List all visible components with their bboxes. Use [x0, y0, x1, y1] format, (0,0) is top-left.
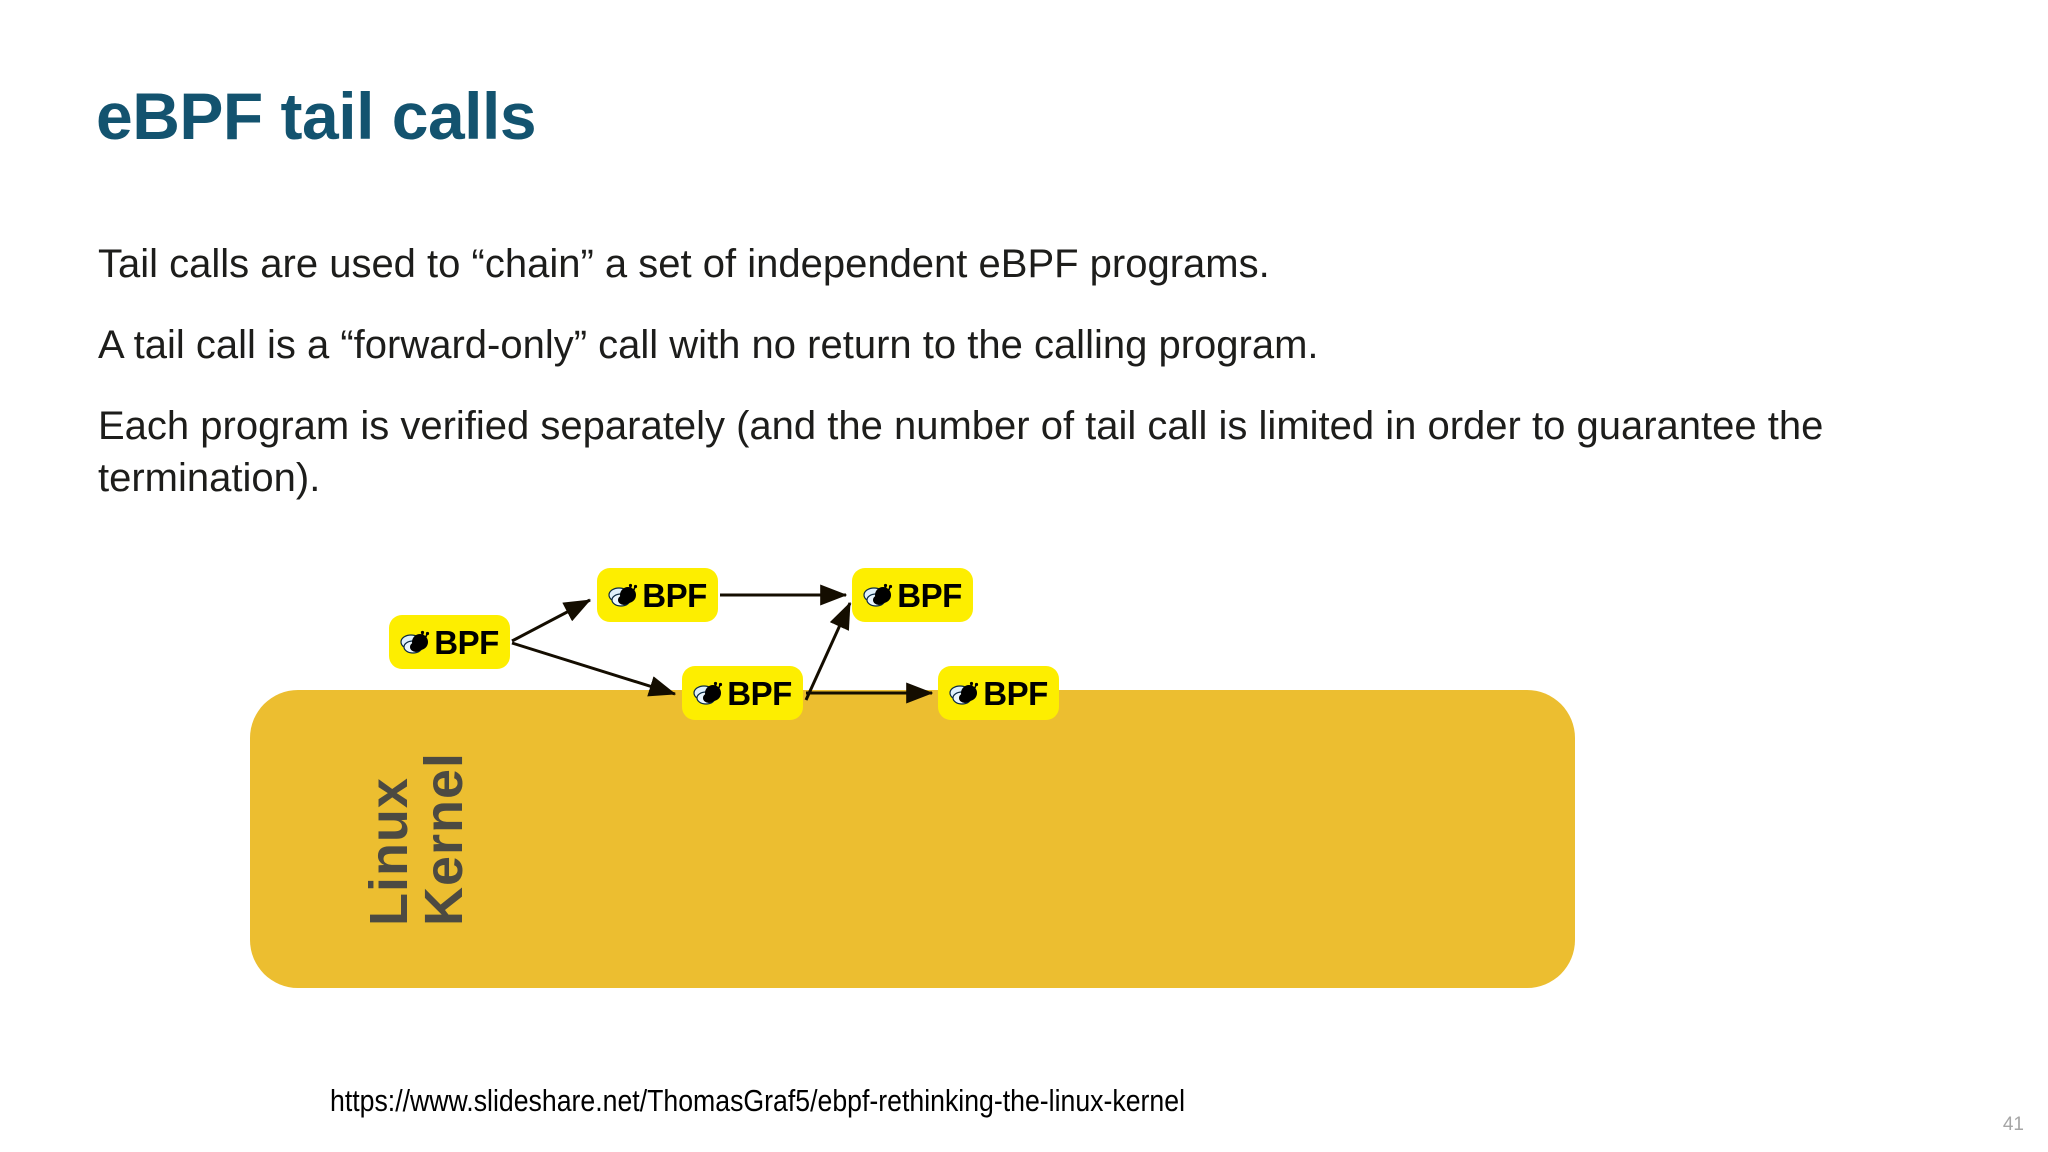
- body-text-block: Tail calls are used to “chain” a set of …: [98, 238, 1898, 533]
- bpf-node-c: BPF: [852, 568, 973, 622]
- source-url: https://www.slideshare.net/ThomasGraf5/e…: [330, 1083, 1186, 1118]
- page-number: 41: [2002, 1114, 2024, 1135]
- kernel-label: Linux Kernel: [268, 690, 566, 988]
- bpf-node-e: BPF: [938, 666, 1059, 720]
- bpf-node-b: BPF: [597, 568, 718, 622]
- bpf-node-label: BPF: [897, 576, 962, 614]
- bpf-node-label: BPF: [434, 623, 499, 661]
- edge-a-to-b: [511, 598, 592, 643]
- body-paragraph-3: Each program is verified separately (and…: [98, 404, 1824, 500]
- bee-icon: [949, 681, 979, 705]
- edge-a-to-d: [511, 641, 677, 697]
- edge-d-to-c: [804, 601, 852, 701]
- page-title: eBPF tail calls: [96, 79, 537, 153]
- body-paragraph-1: Tail calls are used to “chain” a set of …: [98, 242, 1270, 286]
- bee-icon: [608, 583, 638, 607]
- body-paragraph-2: A tail call is a “forward-only” call wit…: [98, 323, 1319, 367]
- bpf-node-label: BPF: [727, 674, 792, 712]
- bpf-node-d: BPF: [682, 666, 803, 720]
- bee-icon: [693, 681, 723, 705]
- linux-kernel-panel: Linux Kernel: [250, 690, 1575, 988]
- kernel-label-line-2: Kernel: [414, 751, 474, 927]
- bee-icon: [863, 583, 893, 607]
- bee-icon: [400, 630, 430, 654]
- bpf-node-a: BPF: [389, 615, 510, 669]
- bpf-node-label: BPF: [642, 576, 707, 614]
- kernel-label-line-1: Linux: [358, 777, 419, 927]
- bpf-node-label: BPF: [983, 674, 1048, 712]
